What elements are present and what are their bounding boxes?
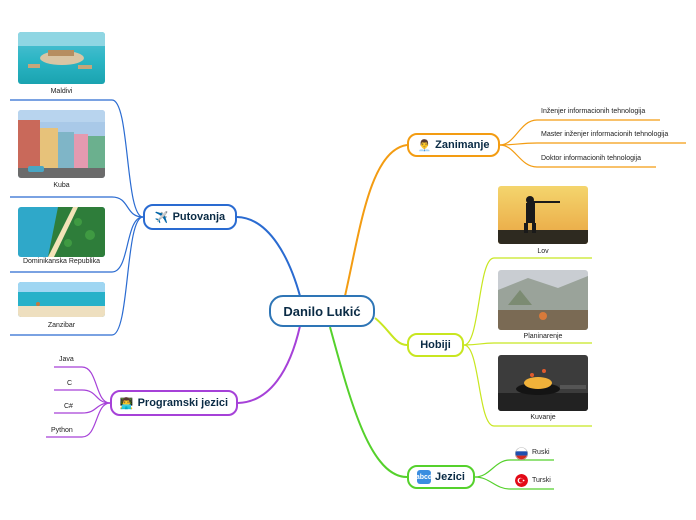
caption-planinarenje: Planinarenje bbox=[523, 333, 563, 340]
airplane-icon: ✈️ bbox=[154, 211, 169, 224]
subtopic-zanimanje-3[interactable]: Doktor informacionih tehnologija bbox=[541, 155, 641, 162]
subtopic-turski[interactable]: Turski bbox=[532, 477, 551, 484]
kuba-photo bbox=[18, 110, 105, 178]
caption-kuvanje: Kuvanje bbox=[530, 414, 556, 421]
topic-putovanja-label: Putovanja bbox=[172, 211, 226, 223]
subtopic-zanimanje-2[interactable]: Master inženjer informacionih tehnologij… bbox=[541, 131, 669, 138]
zanzibar-photo bbox=[18, 282, 105, 317]
subtopic-ruski[interactable]: Ruski bbox=[532, 449, 550, 456]
topic-jezici-label: Jezici bbox=[435, 471, 465, 483]
topic-zanimanje-label: Zanimanje bbox=[435, 139, 490, 151]
topic-programski-label: Programski jezici bbox=[137, 397, 229, 409]
caption-maldivi: Maldivi bbox=[50, 88, 73, 95]
subtopic-csharp[interactable]: C# bbox=[64, 403, 73, 410]
caption-lov: Lov bbox=[537, 248, 549, 255]
link-central-zanimanje bbox=[344, 144, 408, 297]
subtopic-python[interactable]: Python bbox=[51, 427, 73, 434]
subtopic-java[interactable]: Java bbox=[59, 356, 74, 363]
caption-kuba: Kuba bbox=[53, 182, 70, 189]
lov-photo bbox=[498, 186, 588, 244]
turkey-flag-icon bbox=[515, 474, 528, 487]
topic-jezici[interactable]: abcd Jezici bbox=[407, 465, 475, 489]
topic-putovanja[interactable]: ✈️ Putovanja bbox=[143, 204, 237, 230]
office-worker-icon: 👨‍💼 bbox=[417, 139, 432, 152]
maldivi-photo bbox=[18, 32, 105, 84]
topic-programski-jezici[interactable]: 👨‍💻 Programski jezici bbox=[110, 390, 238, 416]
link-central-programski bbox=[237, 325, 301, 404]
technologist-icon: 👨‍💻 bbox=[119, 397, 134, 410]
abcd-icon: abcd bbox=[416, 470, 432, 484]
link-central-putovanja bbox=[236, 216, 301, 297]
planinarenje-photo bbox=[498, 270, 588, 330]
caption-dominikanska: Dominikanska Republika bbox=[22, 258, 101, 265]
central-topic[interactable]: Danilo Lukić bbox=[269, 295, 375, 327]
subtopic-c[interactable]: C bbox=[67, 380, 73, 387]
topic-zanimanje[interactable]: 👨‍💼 Zanimanje bbox=[407, 133, 500, 157]
link-central-jezici bbox=[329, 326, 408, 478]
kuvanje-photo bbox=[498, 355, 588, 411]
subtopic-zanimanje-1[interactable]: Inženjer informacionih tehnologija bbox=[541, 108, 646, 115]
topic-hobiji-label: Hobiji bbox=[420, 339, 451, 351]
link-central-hobiji bbox=[374, 317, 408, 346]
russia-flag-icon bbox=[515, 447, 528, 460]
caption-zanzibar: Zanzibar bbox=[47, 322, 76, 329]
dominikanska-photo bbox=[18, 207, 105, 257]
central-topic-label: Danilo Lukić bbox=[283, 303, 361, 319]
topic-hobiji[interactable]: Hobiji bbox=[407, 333, 464, 357]
